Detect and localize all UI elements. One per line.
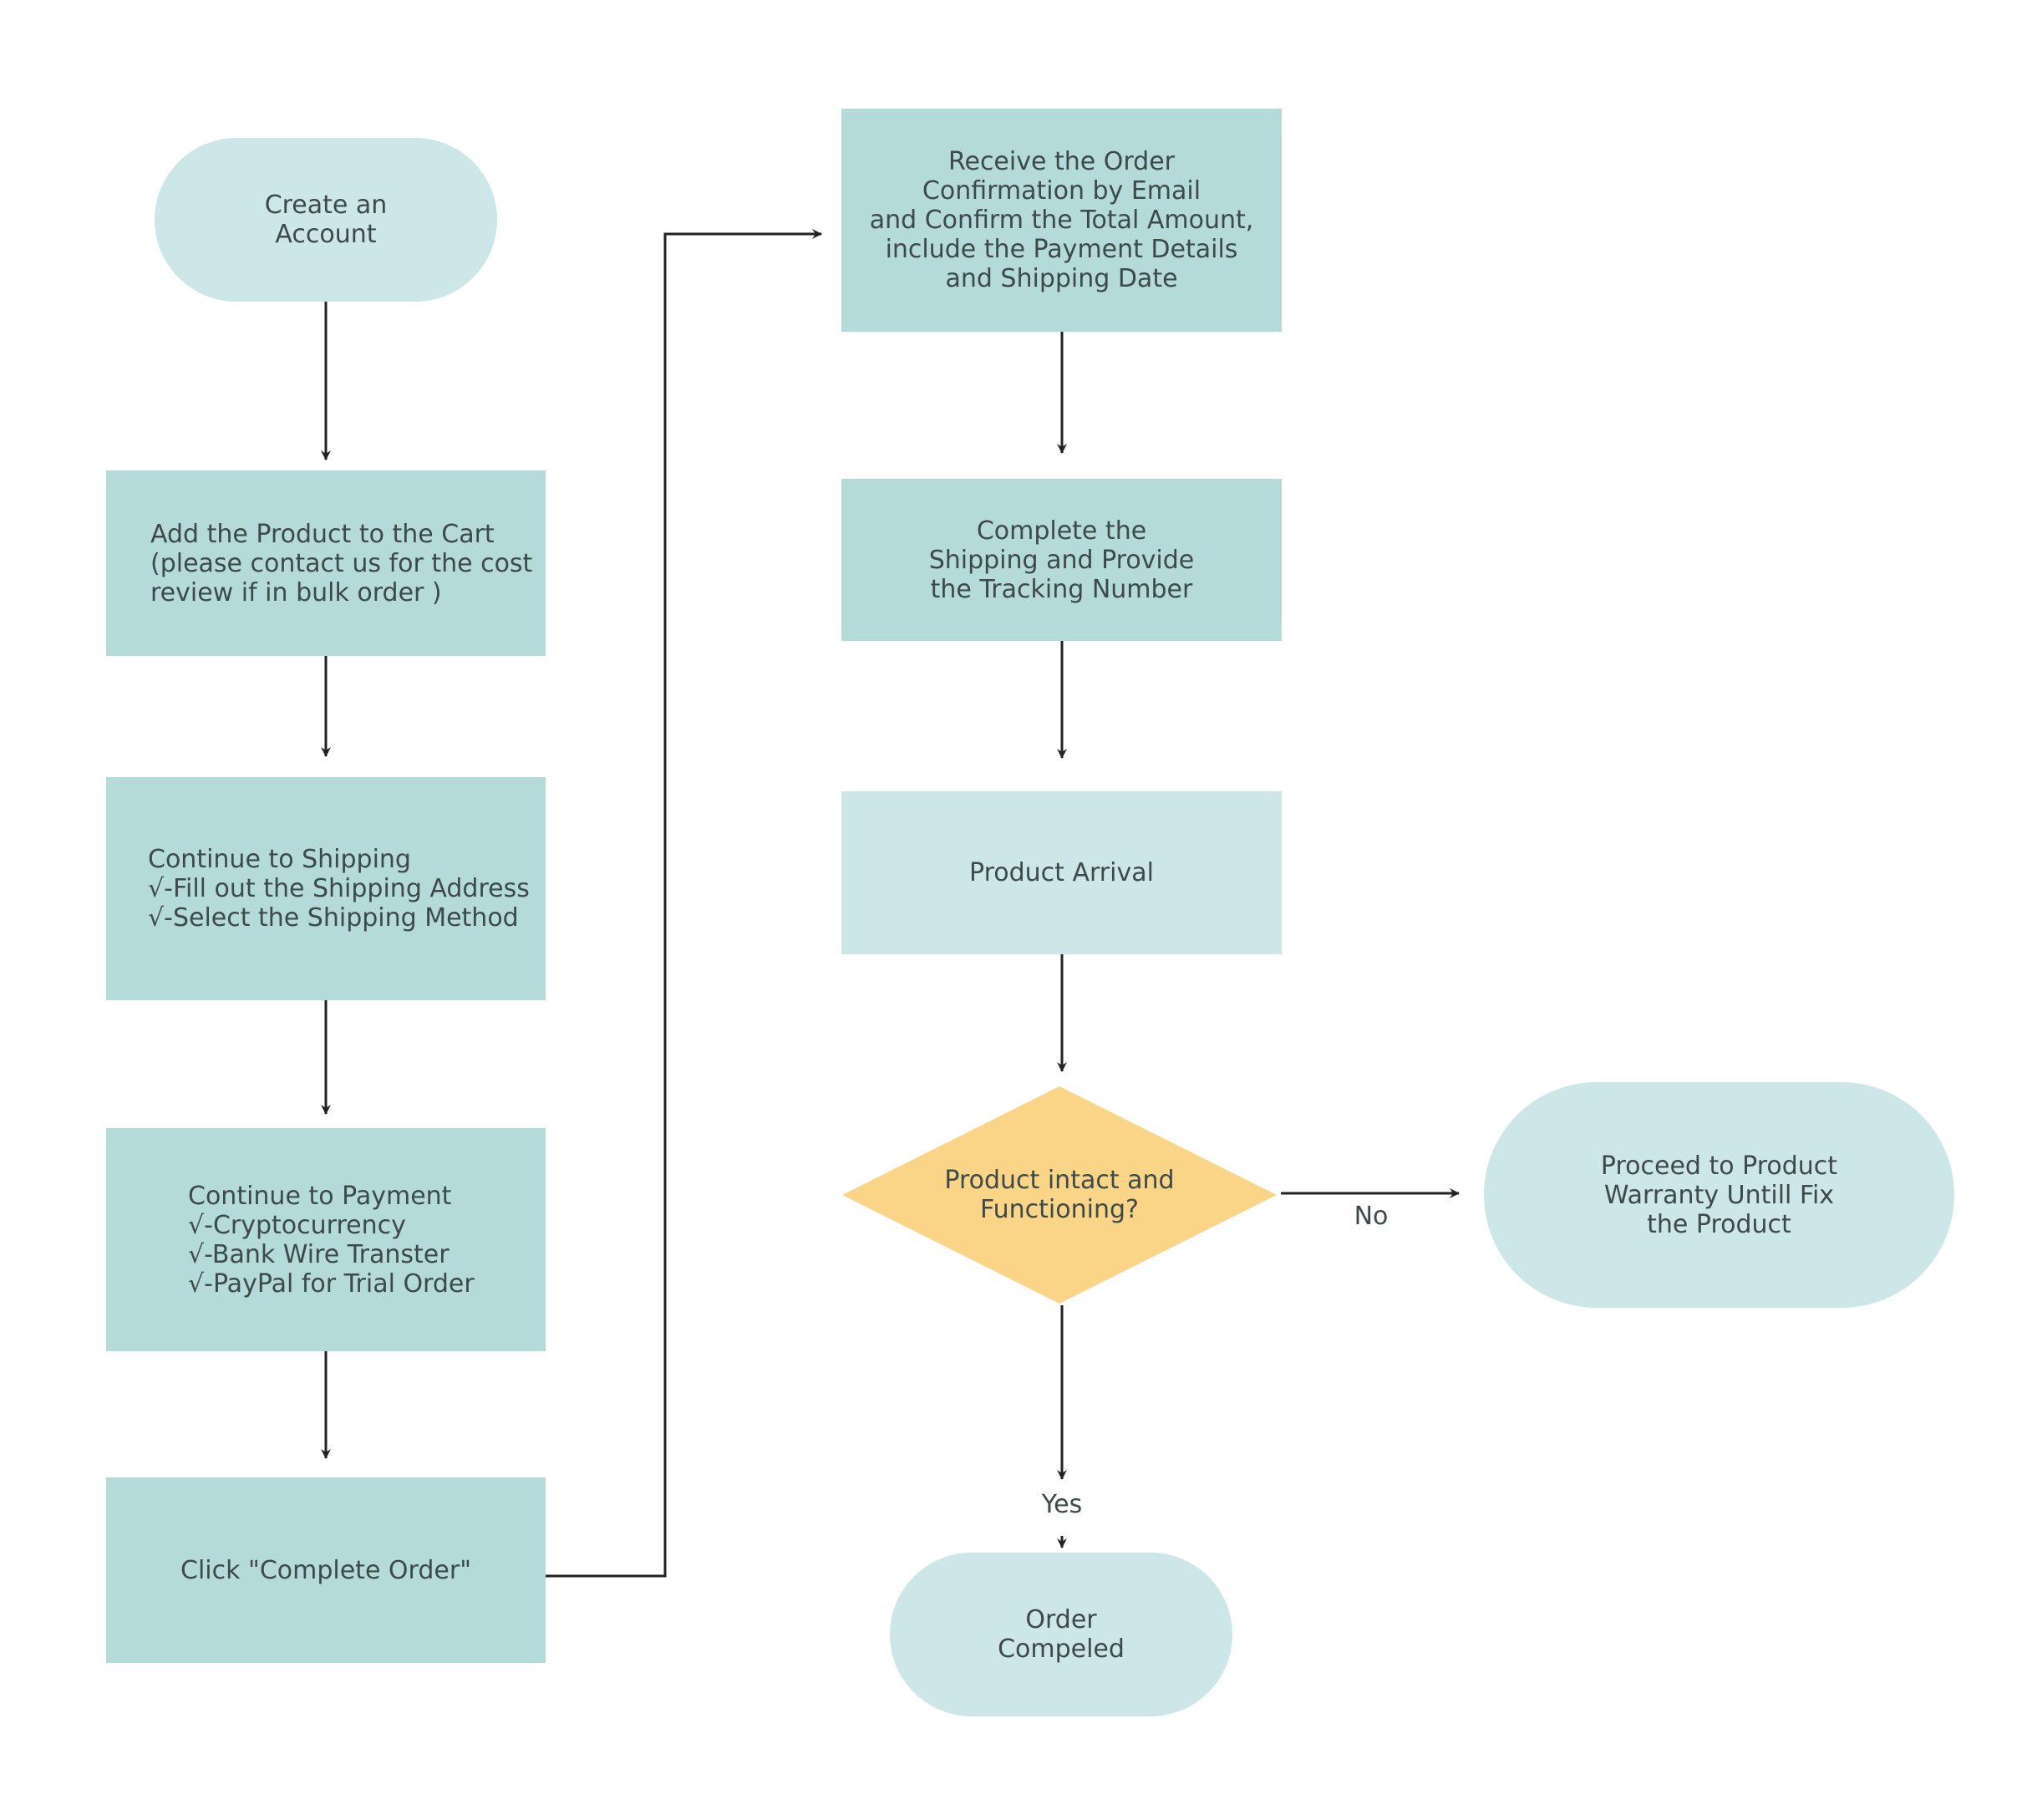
node-complete-shipping: Complete the Shipping and Provide the Tr…: [841, 479, 1282, 641]
node-receive-confirmation: Receive the Order Confirmation by Email …: [841, 109, 1282, 332]
node-warranty: Proceed to Product Warranty Untill Fix t…: [1484, 1082, 1954, 1308]
edge-label-yes: Yes: [1041, 1490, 1083, 1519]
node-warranty-label: Proceed to Product Warranty Untill Fix t…: [1600, 1151, 1838, 1239]
node-complete-shipping-label: Complete the Shipping and Provide the Tr…: [928, 516, 1195, 604]
decision-diamond: [842, 1086, 1277, 1304]
arrow-complete-to-confirmation: [546, 229, 822, 1578]
node-complete-order-label: Click "Complete Order": [180, 1555, 471, 1585]
edge-label-no: No: [1354, 1202, 1389, 1231]
node-continue-shipping-label: Continue to Shipping √-Fill out the Ship…: [148, 845, 530, 933]
node-create-account: Create an Account: [155, 138, 497, 302]
node-receive-confirmation-label: Receive the Order Confirmation by Email …: [869, 147, 1254, 293]
node-create-account-label: Create an Account: [264, 191, 388, 249]
node-complete-order: Click "Complete Order": [106, 1477, 546, 1663]
node-add-to-cart-label: Add the Product to the Cart (please cont…: [150, 519, 533, 608]
node-continue-payment-label: Continue to Payment √-Cryptocurrency √-B…: [188, 1181, 475, 1299]
node-product-arrival: Product Arrival: [841, 791, 1282, 954]
node-add-to-cart: Add the Product to the Cart (please cont…: [106, 470, 546, 656]
node-order-completed-label: Order Compeled: [998, 1605, 1125, 1664]
node-product-arrival-label: Product Arrival: [969, 858, 1154, 887]
node-continue-shipping: Continue to Shipping √-Fill out the Ship…: [106, 777, 546, 1000]
node-continue-payment: Continue to Payment √-Cryptocurrency √-B…: [106, 1128, 546, 1351]
node-decision-label: Product intact and Functioning?: [944, 1166, 1175, 1224]
node-order-completed: Order Compeled: [890, 1553, 1232, 1716]
